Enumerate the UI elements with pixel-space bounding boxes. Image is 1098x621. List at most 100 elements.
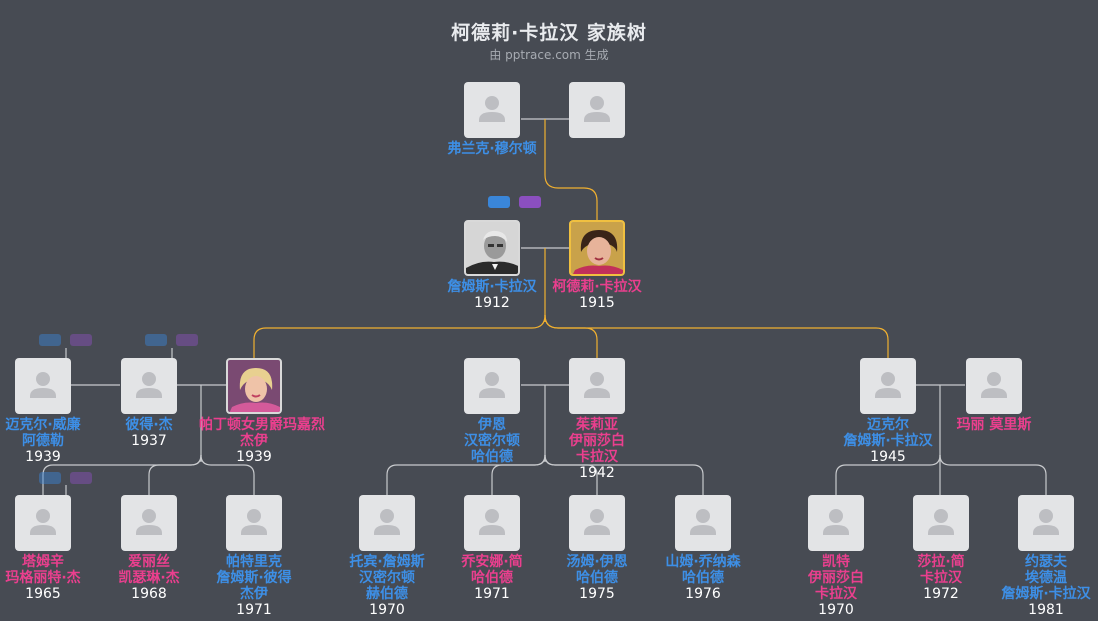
person-node[interactable]: 弗兰克·穆尔顿 <box>437 82 547 157</box>
person-name: 伊恩汉密尔顿哈伯德 <box>437 417 547 465</box>
person-name: 山姆·乔纳森哈伯德 <box>648 554 758 586</box>
person-node[interactable]: 玛丽 莫里斯 <box>939 358 1049 433</box>
descent-line <box>544 314 598 358</box>
descent-line <box>200 454 255 495</box>
avatar-placeholder-icon[interactable] <box>1018 495 1074 551</box>
birth-year: 1939 <box>25 449 61 465</box>
marriage-badge-male[interactable] <box>39 334 61 346</box>
page-title: 柯德莉·卡拉汉 家族树 <box>451 22 647 44</box>
portrait-photo[interactable] <box>226 358 282 414</box>
person-name-line: 山姆·乔纳森 <box>665 554 741 570</box>
person-name-line: 詹姆斯·卡拉汉 <box>1001 586 1091 602</box>
marriage-badge-female[interactable] <box>519 196 541 208</box>
person-name-line: 詹姆斯·卡拉汉 <box>843 433 933 449</box>
page-subtitle: 由 pptrace.com 生成 <box>489 48 609 62</box>
person-name: 汤姆·伊恩哈伯德 <box>542 554 652 586</box>
person-node[interactable] <box>542 82 652 141</box>
person-name-line: 茱莉亚 <box>576 417 618 433</box>
avatar-placeholder-icon[interactable] <box>569 495 625 551</box>
person-name-line: 詹姆斯·卡拉汉 <box>447 279 537 295</box>
person-name-line: 杰伊 <box>240 433 268 449</box>
person-name-line: 伊恩 <box>478 417 506 433</box>
person-node[interactable]: 伊恩汉密尔顿哈伯德 <box>437 358 547 465</box>
marriage-badge-male[interactable] <box>145 334 167 346</box>
descent-line <box>544 174 598 220</box>
avatar-placeholder-icon[interactable] <box>15 495 71 551</box>
avatar-placeholder-icon[interactable] <box>226 495 282 551</box>
person-name-line: 帕丁顿女男爵玛嘉烈 <box>199 417 325 433</box>
person-name-line: 哈伯德 <box>682 570 724 586</box>
person-name-line: 哈伯德 <box>471 570 513 586</box>
avatar-placeholder-icon[interactable] <box>121 495 177 551</box>
portrait-photo[interactable] <box>569 220 625 276</box>
marriage-badge-female[interactable] <box>176 334 198 346</box>
person-name-line: 汉密尔顿 <box>359 570 415 586</box>
person-name-line: 玛丽 莫里斯 <box>956 417 1032 433</box>
person-name-line: 阿德勒 <box>22 433 64 449</box>
person-name-line: 约瑟夫 <box>1025 554 1067 570</box>
person-name: 爱丽丝凯瑟琳·杰 <box>94 554 204 586</box>
person-name-line: 伊丽莎白 <box>808 570 864 586</box>
avatar-placeholder-icon[interactable] <box>15 358 71 414</box>
birth-year: 1970 <box>369 602 405 618</box>
person-name-line: 哈伯德 <box>576 570 618 586</box>
marriage-badge-female[interactable] <box>70 334 92 346</box>
person-name: 莎拉·简卡拉汉 <box>886 554 996 586</box>
person-name-line: 弗兰克·穆尔顿 <box>447 141 537 157</box>
avatar-placeholder-icon[interactable] <box>464 82 520 138</box>
person-name-line: 凯瑟琳·杰 <box>118 570 180 586</box>
avatar-placeholder-icon[interactable] <box>913 495 969 551</box>
person-name-line: 迈克尔 <box>867 417 909 433</box>
avatar-placeholder-icon[interactable] <box>966 358 1022 414</box>
marriage-badge-female[interactable] <box>70 472 92 484</box>
person-name-line: 赫伯德 <box>366 586 408 602</box>
person-name: 托宾·詹姆斯汉密尔顿赫伯德 <box>332 554 442 602</box>
avatar-placeholder-icon[interactable] <box>675 495 731 551</box>
person-name-line: 詹姆斯·彼得 <box>216 570 292 586</box>
marriage-badge-male[interactable] <box>488 196 510 208</box>
avatar-placeholder-icon[interactable] <box>121 358 177 414</box>
person-name-line: 卡拉汉 <box>576 449 618 465</box>
person-name-line: 卡拉汉 <box>815 586 857 602</box>
avatar-placeholder-icon[interactable] <box>464 495 520 551</box>
person-name: 凯特伊丽莎白卡拉汉 <box>781 554 891 602</box>
avatar-placeholder-icon[interactable] <box>464 358 520 414</box>
avatar-placeholder-icon[interactable] <box>569 82 625 138</box>
person-name-line: 爱丽丝 <box>128 554 170 570</box>
person-name: 乔安娜·简哈伯德 <box>437 554 547 586</box>
person-name-line: 柯德莉·卡拉汉 <box>552 279 642 295</box>
birth-year: 1945 <box>870 449 906 465</box>
avatar-placeholder-icon[interactable] <box>808 495 864 551</box>
person-name: 彼得·杰 <box>94 417 204 433</box>
portrait-photo[interactable] <box>464 220 520 276</box>
person-name-line: 迈克尔·威廉 <box>5 417 81 433</box>
avatar-placeholder-icon[interactable] <box>860 358 916 414</box>
descent-line <box>939 454 1047 495</box>
person-name-line: 莎拉·简 <box>917 554 965 570</box>
marriage-badge-male[interactable] <box>39 472 61 484</box>
person-name-line: 杰伊 <box>240 586 268 602</box>
person-name: 茱莉亚伊丽莎白卡拉汉 <box>542 417 652 465</box>
descent-line <box>491 454 546 495</box>
birth-year: 1970 <box>818 602 854 618</box>
avatar-placeholder-icon[interactable] <box>359 495 415 551</box>
avatar-placeholder-icon[interactable] <box>569 358 625 414</box>
